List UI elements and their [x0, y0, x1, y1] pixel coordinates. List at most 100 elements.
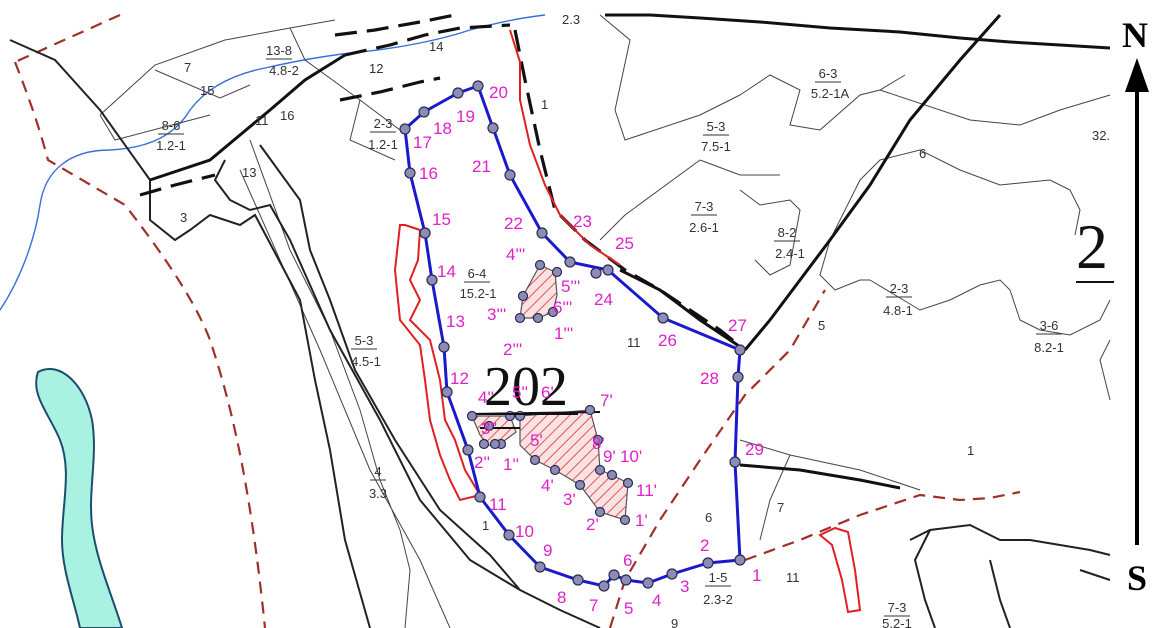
- boundary-vertex: [729, 456, 741, 468]
- point-label: 5: [624, 599, 633, 618]
- boundary-vertex: [474, 491, 486, 503]
- stand-label-sub: 2.3-2: [703, 592, 733, 607]
- parcel-number: 6: [705, 510, 712, 525]
- inner-vertex: [549, 464, 561, 476]
- boundary-vertex: [590, 267, 602, 279]
- parcel-numbers: 7 15 14 12 11 16 13 3 1 6 5 11 1 6 7 1 1…: [180, 39, 974, 628]
- dashed-boundary-left: [13, 13, 267, 628]
- edge-fragment-label: 32.: [1092, 128, 1110, 143]
- parcel-number: 7: [777, 500, 784, 515]
- stand-label-id: 2-3: [890, 281, 909, 296]
- boundary-vertex: [452, 87, 464, 99]
- inner-point-label: 2': [586, 515, 599, 534]
- inner-vertex: [532, 312, 544, 324]
- red-boundary-north: [509, 29, 621, 266]
- block-number: 202: [484, 356, 568, 418]
- point-label: 25: [615, 234, 634, 253]
- inner-vertex: [514, 312, 526, 324]
- inner-vertex: [622, 477, 634, 489]
- point-label: 21: [472, 157, 491, 176]
- stand-label-sub: 8.2-1: [1034, 340, 1064, 355]
- inner-vertex: [584, 404, 596, 416]
- inner-point-label: 6''': [553, 298, 572, 317]
- boundary-vertex: [438, 341, 450, 353]
- parcel-number: 7: [184, 60, 191, 75]
- inner-point-label: 11': [636, 481, 657, 500]
- inner-vertex: [483, 420, 495, 432]
- stand-label-id: 5-3: [355, 333, 374, 348]
- boundary-vertex: [472, 80, 484, 92]
- stand-labels: 13-8 4.8-2 8-6 1.2-1 2-3 1.2-1 6-3 5.2-1…: [156, 43, 1064, 628]
- edge-fragment-label: 2.3: [562, 12, 580, 27]
- point-label: 11: [489, 495, 507, 514]
- red-boundary-west: [393, 224, 482, 502]
- parcel-number: 1: [482, 518, 489, 533]
- point-label: 2: [700, 536, 709, 555]
- inner-point-label: 4'': [478, 388, 494, 407]
- north-label: N: [1122, 15, 1148, 55]
- arrow-up-icon: [1125, 58, 1149, 92]
- plot-vertices: [399, 80, 746, 592]
- boundary-vertex: [534, 561, 546, 573]
- parcel-number: 1: [967, 443, 974, 458]
- point-label: 26: [658, 331, 677, 350]
- block-number-edge: 2: [1076, 211, 1108, 282]
- point-label: 13: [446, 312, 465, 331]
- point-label: 17: [413, 133, 432, 152]
- stand-label-id: 4: [374, 464, 381, 479]
- boundary-vertex: [620, 574, 632, 586]
- point-label: 12: [450, 369, 469, 388]
- inner-vertex: [594, 464, 606, 476]
- parcel-number: 14: [429, 39, 443, 54]
- boundary-vertex: [399, 123, 411, 135]
- inner-point-label: 5': [530, 431, 543, 450]
- stand-label-id: 6-3: [819, 66, 838, 81]
- stand-label-sub: 2.6-1: [689, 220, 719, 235]
- boundary-vertex: [608, 569, 620, 581]
- inner-point-label: 10': [620, 447, 642, 466]
- stand-label-sub: 2.4-1: [775, 246, 805, 261]
- stand-label-id: 7-3: [695, 199, 714, 214]
- inner-point-label: 4': [541, 476, 554, 495]
- stand-label-id: 13-8: [266, 43, 292, 58]
- boundary-vertex: [404, 167, 416, 179]
- point-label: 24: [594, 290, 613, 309]
- south-label: S: [1127, 558, 1147, 598]
- point-label: 22: [504, 214, 523, 233]
- parcel-number: 11: [786, 570, 800, 585]
- inner-vertex: [529, 454, 541, 466]
- stand-label-sub: 5.2-1A: [811, 86, 850, 101]
- boundary-vertex: [441, 386, 453, 398]
- boundary-vertex: [702, 557, 714, 569]
- boundary-vertex: [504, 169, 516, 181]
- inner-vertex: [517, 290, 529, 302]
- stand-label-sub: 15.2-1: [460, 286, 497, 301]
- boundary-vertex: [734, 344, 746, 356]
- stand-label-sub: 1.2-1: [156, 138, 186, 153]
- north-south-arrow: N S: [1122, 15, 1149, 598]
- inner-point-label: 7': [600, 391, 613, 410]
- boundary-vertex: [462, 444, 474, 456]
- stand-label-sub: 7.5-1: [701, 139, 731, 154]
- red-boundary-southeast: [818, 526, 862, 614]
- boundary-vertex: [666, 568, 678, 580]
- inner-vertex: [574, 479, 586, 491]
- inner-vertex: [592, 434, 604, 446]
- boundary-vertex: [503, 529, 515, 541]
- inner-point-label: 1'': [503, 455, 519, 474]
- stand-label-id: 6-4: [468, 266, 487, 281]
- inner-point-label: 4''': [506, 245, 525, 264]
- boundary-vertex: [642, 577, 654, 589]
- inner-vertex: [606, 469, 618, 481]
- inner-point-label: 8': [592, 434, 605, 453]
- inner-point-label: 9': [603, 447, 616, 466]
- inner-point-label: 6': [541, 383, 554, 402]
- stand-label-sub: 4.8-1: [883, 303, 913, 318]
- inner-vertex: [594, 506, 606, 518]
- point-label: 10: [515, 522, 534, 541]
- boundary-vertex: [602, 264, 614, 276]
- parcel-number: 1: [541, 97, 548, 112]
- point-label: 9: [543, 541, 552, 560]
